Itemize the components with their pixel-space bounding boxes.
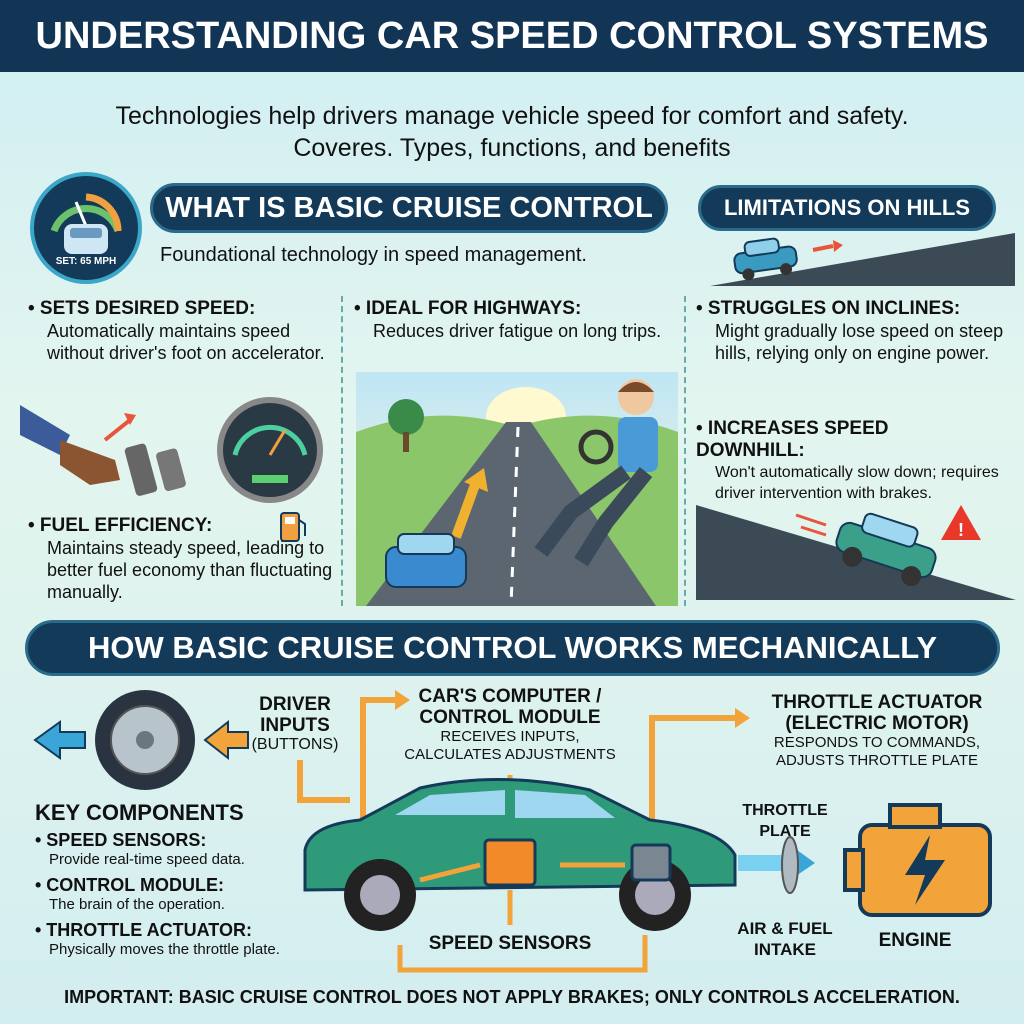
engine-icon (843, 803, 992, 917)
component-item: • THROTTLE ACTUATOR:Physically moves the… (35, 920, 315, 959)
throttle-plate-label: THROTTLE PLATE (742, 802, 828, 840)
fuel-pump-icon (280, 512, 306, 542)
feature-text: Automatically maintains speed without dr… (47, 321, 325, 363)
section-title: WHAT IS BASIC CRUISE CONTROL (165, 191, 653, 224)
feature-heading: • IDEAL FOR HIGHWAYS: (354, 298, 582, 319)
speedometer-badge: SET: 65 MPH (30, 172, 142, 284)
title-bar: UNDERSTANDING CAR SPEED CONTROL SYSTEMS (0, 0, 1024, 72)
speedometer-icon (50, 193, 122, 254)
orange-arrow-icon (203, 719, 249, 761)
component-text: Physically moves the throttle plate. (49, 941, 280, 958)
limitation-increases-speed-downhill: • INCREASES SPEED DOWNHILL: Won't automa… (696, 418, 1016, 504)
feature-heading: • SETS DESIRED SPEED: (28, 298, 256, 319)
section-title: LIMITATIONS ON HILLS (723, 195, 971, 220)
component-item: • SPEED SENSORS:Provide real-time speed … (35, 830, 315, 869)
component-text: The brain of the operation. (49, 896, 225, 913)
feature-heading: • INCREASES SPEED DOWNHILL: (696, 418, 889, 461)
important-note: IMPORTANT: BASIC CRUISE CONTROL DOES NOT… (64, 987, 960, 1007)
subtitle: Technologies help drivers manage vehicle… (115, 102, 909, 162)
section-limitations-on-hills: LIMITATIONS ON HILLS (698, 185, 996, 231)
section-what-is-cruise-control: WHAT IS BASIC CRUISE CONTROL (150, 183, 668, 233)
feature-text: Won't automatically slow down; requires … (715, 464, 999, 502)
svg-text:!: ! (958, 520, 964, 540)
feature-heading: • FUEL EFFICIENCY: (28, 515, 213, 536)
component-item: • CONTROL MODULE:The brain of the operat… (35, 875, 315, 914)
component-text: Provide real-time speed data. (49, 851, 245, 868)
wheel-icon (95, 690, 195, 790)
feature-ideal-for-highways: • IDEAL FOR HIGHWAYS: Reduces driver fat… (354, 298, 674, 342)
speed-sensors-label: SPEED SENSORS (428, 933, 592, 954)
driver-inputs-label: DRIVER INPUTS (BUTTONS) (250, 694, 340, 754)
section-how-it-works: HOW BASIC CRUISE CONTROL WORKS MECHANICA… (25, 620, 1000, 676)
uphill-car-illustration (710, 233, 1015, 286)
label-title: THROTTLE ACTUATOR (ELECTRIC MOTOR) (771, 692, 983, 734)
limitation-struggles-on-inclines: • STRUGGLES ON INCLINES: Might gradually… (696, 298, 1016, 364)
feature-text: Maintains steady speed, leading to bette… (47, 538, 333, 602)
component-heading: • SPEED SENSORS: (35, 830, 207, 850)
feature-sets-desired-speed: • SETS DESIRED SPEED: Automatically main… (28, 298, 333, 364)
column-divider (341, 296, 343, 606)
downhill-car-illustration: ! (696, 505, 1016, 600)
component-heading: • THROTTLE ACTUATOR: (35, 920, 252, 940)
feature-text: Might gradually lose speed on steep hill… (715, 321, 1004, 363)
key-components: KEY COMPONENTS • SPEED SENSORS:Provide r… (35, 800, 315, 959)
set-speed-label: SET: 65 MPH (55, 256, 117, 267)
section-title: HOW BASIC CRUISE CONTROL WORKS MECHANICA… (87, 630, 938, 665)
left-arrow-icon (33, 720, 86, 760)
feature-fuel-efficiency: • FUEL EFFICIENCY: Maintains steady spee… (28, 515, 343, 603)
component-heading: • CONTROL MODULE: (35, 875, 224, 895)
label-title: DRIVER INPUTS (259, 694, 331, 736)
label-sub: (BUTTONS) (251, 736, 339, 753)
label-sub: RESPONDS TO COMMANDS, ADJUSTS THROTTLE P… (773, 734, 981, 769)
page-title: UNDERSTANDING CAR SPEED CONTROL SYSTEMS (35, 14, 989, 57)
throttle-plate-icon (781, 836, 799, 894)
pedal-and-speedometer-illustration (20, 397, 323, 503)
mechanism-diagram (33, 690, 992, 973)
section-tagline: Foundational technology in speed managem… (160, 244, 587, 266)
car-illustration (303, 778, 737, 931)
airflow-arrow-icon (738, 845, 815, 880)
actuator-motor-icon (630, 843, 672, 882)
air-fuel-intake-label: AIR & FUEL INTAKE (737, 919, 833, 959)
label-title: CAR'S COMPUTER / CONTROL MODULE (418, 686, 602, 728)
control-module-label: CAR'S COMPUTER / CONTROL MODULE RECEIVES… (380, 686, 640, 764)
column-divider (684, 296, 686, 606)
label-sub: RECEIVES INPUTS, CALCULATES ADJUSTMENTS (404, 728, 616, 763)
highway-driver-illustration (356, 372, 678, 606)
key-components-title: KEY COMPONENTS (35, 800, 244, 825)
throttle-actuator-label: THROTTLE ACTUATOR (ELECTRIC MOTOR) RESPO… (752, 692, 1002, 770)
control-module-chip-icon (483, 838, 537, 887)
feature-text: Reduces driver fatigue on long trips. (373, 321, 662, 341)
feature-heading: • STRUGGLES ON INCLINES: (696, 298, 961, 319)
engine-label: ENGINE (878, 930, 952, 951)
